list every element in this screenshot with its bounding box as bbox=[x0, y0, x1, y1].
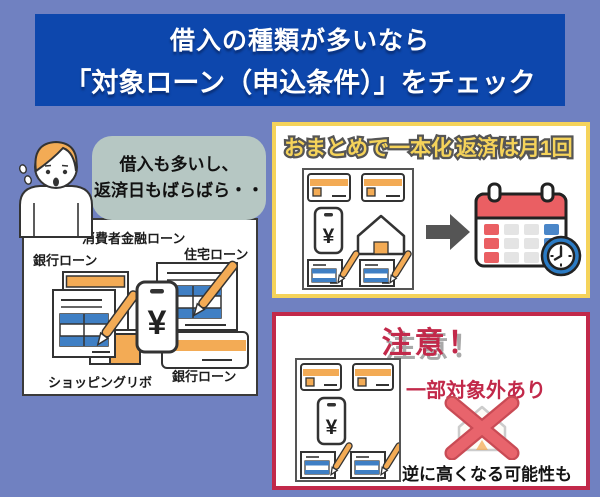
loan-items-box: ¥ bbox=[295, 358, 403, 482]
sweat-drops-icon bbox=[18, 164, 33, 185]
header-line-1: 借入の種類が多いなら bbox=[169, 26, 430, 55]
loan-documents-box: 消費者金融ローン 銀行ローン 住宅ローン ショッピングリボ 銀行ローン bbox=[22, 218, 258, 396]
caution-panel: 注意！ ¥ bbox=[272, 312, 590, 490]
document-pen-icon bbox=[359, 250, 412, 287]
benefit-panel: おまとめで一本化 返済は月1回 ¥ bbox=[272, 122, 590, 298]
speech-bubble: 借入も多いし、 返済日もばらばら・・ bbox=[92, 136, 266, 220]
label-housing-loan: 住宅ローン bbox=[184, 247, 249, 262]
caution-note-cost: 逆に高くなる可能性も bbox=[402, 465, 572, 484]
benefit-label-monthly: 返済は月1回 bbox=[454, 135, 575, 163]
bubble-line-1: 借入も多いし、 bbox=[119, 154, 239, 174]
credit-card-icon bbox=[161, 331, 249, 369]
loan-items-icon: ¥ bbox=[300, 363, 403, 479]
credit-card-icon bbox=[361, 173, 405, 202]
calendar-clock-icon bbox=[474, 182, 582, 277]
worried-person-icon bbox=[18, 140, 93, 238]
header-line-2: 「対象ローン（申込条件）」をチェック bbox=[64, 67, 536, 98]
hair-icon bbox=[34, 140, 78, 173]
label-bank-loan-left: 銀行ローン bbox=[33, 253, 98, 268]
smartphone-yen-icon: ¥ bbox=[135, 280, 179, 354]
cross-x-icon bbox=[444, 396, 520, 460]
yen-symbol: ¥ bbox=[148, 304, 167, 342]
credit-card-icon bbox=[300, 363, 342, 391]
clock-icon bbox=[540, 235, 582, 277]
house-icon bbox=[356, 214, 406, 256]
header-banner: 借入の種類が多いなら 「対象ローン（申込条件）」をチェック bbox=[35, 14, 565, 106]
label-shopping-revolving: ショッピングリボ bbox=[48, 375, 153, 390]
caution-title: 注意！ bbox=[381, 327, 481, 360]
document-pen-icon bbox=[300, 442, 353, 479]
pen-icon bbox=[192, 260, 238, 317]
label-bank-loan-right: 銀行ローン bbox=[172, 369, 237, 384]
credit-card-icon bbox=[352, 363, 394, 391]
bubble-line-2: 返済日もばらばら・・ bbox=[94, 181, 264, 200]
loan-items-box: ¥ bbox=[302, 168, 414, 290]
document-pen-icon bbox=[307, 250, 360, 287]
house-cross-icon bbox=[444, 396, 520, 460]
document-pen-icon bbox=[350, 442, 403, 479]
document-table-left-icon bbox=[52, 289, 116, 358]
label-consumer-finance-loan: 消費者金融ローン bbox=[82, 231, 186, 246]
benefit-label-consolidate: おまとめで一本化 bbox=[282, 135, 455, 163]
credit-card-icon bbox=[307, 173, 351, 202]
arrow-right-icon bbox=[426, 214, 470, 250]
smartphone-yen-icon: ¥ bbox=[316, 396, 347, 446]
loan-items-icon: ¥ bbox=[307, 173, 412, 287]
yen-symbol: ¥ bbox=[323, 225, 335, 248]
smartphone-yen-icon: ¥ bbox=[313, 206, 344, 255]
loan-documents-icon: ¥ bbox=[52, 260, 249, 369]
yen-symbol: ¥ bbox=[326, 416, 338, 439]
